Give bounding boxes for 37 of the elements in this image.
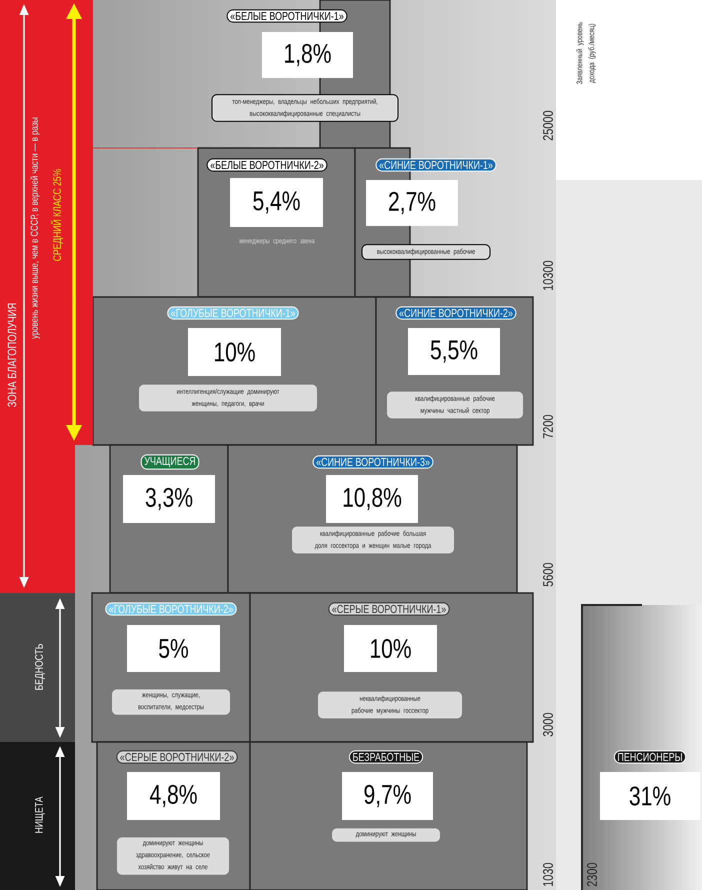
category-pill: «СИНИЕ ВОРОТНИЧКИ-2» — [396, 306, 516, 320]
percent-box: 1,8% — [262, 32, 353, 78]
percent-box: 5,5% — [408, 328, 500, 375]
income-value: 5600 — [543, 562, 553, 586]
category-pill: «СИНИЕ ВОРОТНИЧКИ-1» — [376, 158, 496, 172]
income-value: 1030 — [543, 862, 553, 886]
percent-box: 5% — [127, 625, 220, 672]
income-value: 10300 — [543, 260, 553, 290]
income-value: 25000 — [543, 110, 553, 140]
middle-class-label: СРЕДНИЙ КЛАСС 25% — [50, 169, 64, 261]
income-value: 7200 — [543, 414, 553, 438]
category-pill: «СЕРЫЕ ВОРОТНИЧКИ-2» — [116, 750, 238, 764]
zone-title: НИЩЕТА — [35, 796, 45, 833]
zone-title: ЗОНА БЛАГОПОЛУЧИЯ — [8, 304, 16, 407]
axis-title: Заявленный уровень дохода (руб./месяц) — [576, 22, 596, 84]
percent-box: 10,8% — [326, 475, 418, 523]
category-pill: УЧАЩИЕСЯ — [140, 454, 200, 470]
category-pill: БЕЗРАБОТНЫЕ — [348, 750, 424, 764]
income-value: 3000 — [543, 712, 553, 736]
category-pill: ПЕНСИОНЕРЫ — [614, 750, 686, 764]
percent-box: 2,7% — [366, 180, 458, 226]
category-pill: «БЕЛЫЕ ВОРОТНИЧКИ-1» — [226, 9, 348, 23]
percent-box: 3,3% — [123, 475, 215, 523]
percent-box: 10% — [344, 625, 437, 672]
percent-box: 5,4% — [230, 178, 323, 227]
percent-box: 31% — [600, 772, 700, 820]
income-value: 2300 — [587, 862, 597, 886]
category-pill: «СЕРЫЕ ВОРОТНИЧКИ-1» — [328, 602, 450, 616]
zone-subtitle: уровень жизни выше, чем в СССР, в верхней части — в разы — [30, 118, 40, 339]
category-pill: «БЕЛЫЕ ВОРОТНИЧКИ-2» — [206, 158, 328, 172]
category-pill: «СИНИЕ ВОРОТНИЧКИ-3» — [312, 455, 434, 469]
percent-box: 4,8% — [127, 772, 220, 820]
category-pill: «ГОЛУБЫЕ ВОРОТНИЧКИ-2» — [105, 602, 237, 616]
percent-box: 9,7% — [342, 772, 433, 820]
zone-title: БЕДНОСТЬ — [35, 644, 45, 690]
category-pill: «ГОЛУБЫЕ ВОРОТНИЧКИ-1» — [167, 306, 299, 320]
percent-box: 10% — [188, 328, 281, 376]
